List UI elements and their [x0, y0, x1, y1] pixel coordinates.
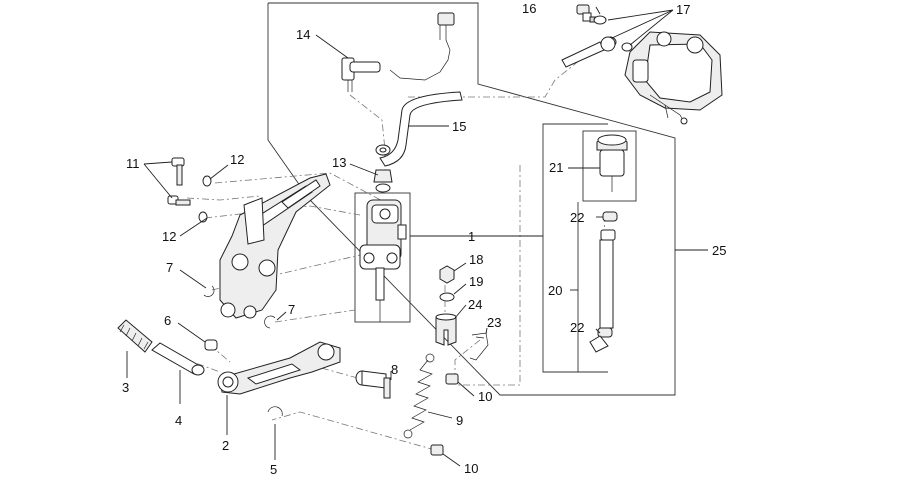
- callout-24: 24: [468, 297, 482, 312]
- part-clevis-24: [435, 313, 457, 346]
- part-brake-caliper: [624, 31, 723, 125]
- callout-labels: 1 2 3 4 5 6 7 7 8 9 10 10 11 12 12 13 14…: [122, 1, 726, 477]
- part-screws-10: [430, 373, 459, 456]
- callout-14: 14: [296, 27, 310, 42]
- callout-7-left: 7: [166, 260, 173, 275]
- callout-7-right: 7: [288, 302, 295, 317]
- callout-4: 4: [175, 413, 182, 428]
- part-grease-nipple-6: [204, 339, 218, 351]
- callout-8: 8: [391, 362, 398, 377]
- callout-6: 6: [164, 313, 171, 328]
- callout-2: 2: [222, 438, 229, 453]
- part-reservoir-21: [596, 134, 628, 192]
- part-nut-washer-18-19: [439, 265, 455, 302]
- callout-1: 1: [468, 229, 475, 244]
- callout-20: 20: [548, 283, 562, 298]
- callout-22-upper: 22: [570, 210, 584, 225]
- callout-12-lower: 12: [162, 229, 176, 244]
- part-brake-hose-15: [379, 91, 463, 167]
- callout-10-lower: 10: [464, 461, 478, 476]
- part-brake-switch-14: [341, 12, 455, 92]
- callout-22-lower: 22: [570, 320, 584, 335]
- part-washers-13: [373, 144, 393, 193]
- part-pin-4: [151, 342, 205, 376]
- callout-9: 9: [456, 413, 463, 428]
- part-bolts-11: [167, 157, 191, 206]
- callout-3: 3: [122, 380, 129, 395]
- part-pivot-8: [355, 370, 391, 399]
- callout-13: 13: [332, 155, 346, 170]
- part-master-cylinder-1: [359, 199, 407, 322]
- part-hose-clamps-22: [597, 211, 618, 338]
- part-circlips-7: [203, 285, 276, 329]
- part-circlip-5: [267, 406, 283, 417]
- callout-17: 17: [676, 2, 690, 17]
- callout-23: 23: [487, 315, 501, 330]
- callout-10-upper: 10: [478, 389, 492, 404]
- part-clip-23: [469, 332, 489, 361]
- callout-18: 18: [469, 252, 483, 267]
- callout-16: 16: [522, 1, 536, 16]
- part-reservoir-hose-20: [589, 229, 616, 353]
- callout-11: 11: [126, 156, 140, 171]
- part-footpeg-bracket: [219, 173, 331, 319]
- callout-15: 15: [452, 119, 466, 134]
- group-boxes: [267, 2, 676, 396]
- callout-5: 5: [270, 462, 277, 477]
- part-banjo-17: [561, 15, 633, 68]
- part-boot-3: [117, 319, 153, 353]
- callout-21: 21: [549, 160, 563, 175]
- callout-25: 25: [712, 243, 726, 258]
- part-brake-pedal-2: [217, 341, 341, 395]
- callout-12-upper: 12: [230, 152, 244, 167]
- part-spring-9: [403, 353, 435, 439]
- callout-19: 19: [469, 274, 483, 289]
- leader-lines: [126, 6, 708, 467]
- part-bleed-screw-16: [576, 4, 597, 23]
